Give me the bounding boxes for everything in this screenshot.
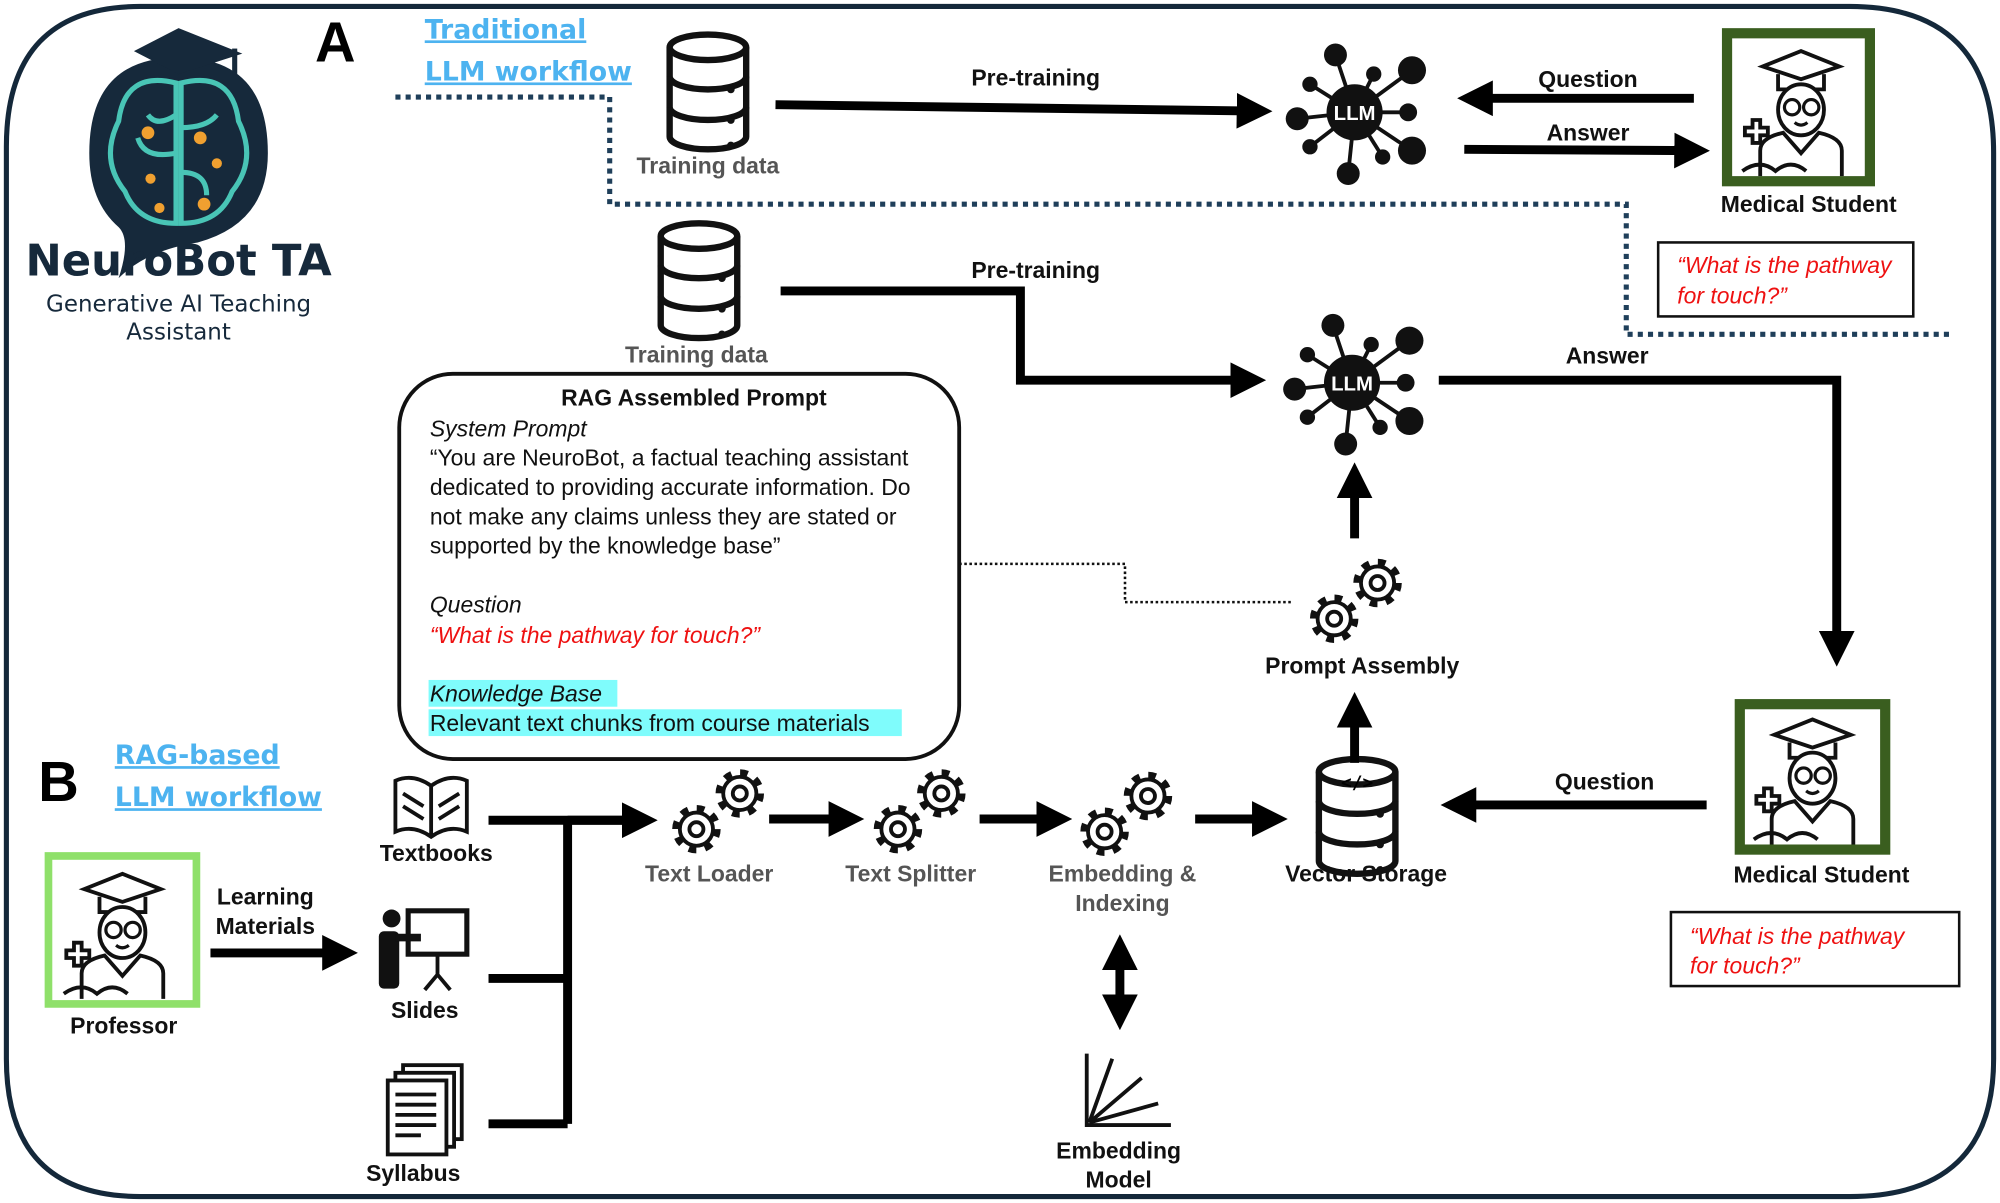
syllabus-label: Syllabus bbox=[366, 1160, 460, 1186]
panel-a-label: A bbox=[315, 10, 356, 73]
embedding-model-label: Embedding bbox=[1056, 1137, 1181, 1163]
database-icon bbox=[661, 223, 738, 338]
answer-label: Answer bbox=[1547, 119, 1630, 145]
student-label: Medical Student bbox=[1733, 862, 1909, 888]
traditional-workflow-link[interactable]: Traditional bbox=[425, 14, 587, 45]
database-icon bbox=[670, 35, 747, 150]
syllabus-icon bbox=[385, 1063, 464, 1157]
question-label: Question bbox=[1538, 66, 1637, 92]
knowledge-base-heading: Knowledge Base bbox=[430, 681, 602, 707]
textbook-icon bbox=[393, 775, 469, 840]
question-text: “What is the pathway for touch?” bbox=[430, 622, 762, 648]
learning-materials-label-2: Materials bbox=[216, 913, 315, 939]
training-data-label: Training data bbox=[637, 153, 780, 179]
pretraining-arrow bbox=[780, 286, 1267, 399]
panel-b-label: B bbox=[38, 750, 79, 813]
quote-line-2: for touch?” bbox=[1690, 952, 1801, 978]
kb-highlight bbox=[428, 709, 902, 737]
vector-storage-icon: </> bbox=[1319, 759, 1396, 874]
system-prompt-line: supported by the knowledge base” bbox=[430, 533, 781, 559]
rag-workflow-link[interactable]: RAG-based bbox=[115, 740, 280, 771]
logo-subtitle: Generative AI Teaching bbox=[46, 291, 311, 317]
embedding-gears-icon bbox=[1085, 777, 1167, 851]
slides-presenter-icon bbox=[378, 908, 470, 992]
question-heading: Question bbox=[430, 591, 522, 617]
answer-label: Answer bbox=[1566, 343, 1649, 369]
system-prompt-line: “You are NeuroBot, a factual teaching as… bbox=[430, 445, 909, 471]
text-splitter-label: Text Splitter bbox=[845, 860, 976, 886]
knowledge-base-text: Relevant text chunks from course materia… bbox=[430, 710, 870, 736]
prompt-assembly-label: Prompt Assembly bbox=[1265, 653, 1459, 679]
system-prompt-line: dedicated to providing accurate informat… bbox=[430, 474, 911, 500]
gears-icon bbox=[1315, 564, 1397, 638]
quote-line-2: for touch?” bbox=[1677, 283, 1788, 309]
materials-bracket bbox=[488, 815, 642, 1129]
rag-prompt-box bbox=[397, 371, 962, 761]
pretraining-label: Pre-training bbox=[971, 65, 1100, 91]
pretraining-arrow bbox=[775, 92, 1273, 129]
llm-label: LLM bbox=[1331, 373, 1373, 395]
llm-label: LLM bbox=[1334, 103, 1376, 125]
student-label: Medical Student bbox=[1721, 191, 1897, 217]
text-splitter-gears-icon bbox=[879, 774, 961, 848]
training-data-label: Training data bbox=[625, 341, 768, 367]
kb-highlight bbox=[428, 679, 618, 707]
quote-line-1: “What is the pathway bbox=[1690, 923, 1906, 949]
system-prompt-line: not make any claims unless they are stat… bbox=[430, 503, 897, 529]
answer-arrow bbox=[1438, 375, 1855, 667]
outer-frame bbox=[3, 3, 1997, 1200]
question-quote-box bbox=[1656, 241, 1915, 318]
embedding-model-icon bbox=[1084, 1053, 1171, 1128]
rag-workflow-link-2[interactable]: LLM workflow bbox=[115, 782, 322, 813]
vector-storage-label: Vector Storage bbox=[1285, 860, 1447, 886]
embedding-indexing-label: Embedding & bbox=[1049, 860, 1197, 886]
prompt-connector bbox=[959, 562, 1291, 604]
embedding-indexing-label-2: Indexing bbox=[1075, 890, 1169, 916]
professor-label: Professor bbox=[70, 1012, 177, 1038]
question-label: Question bbox=[1555, 769, 1654, 795]
neurobot-logo bbox=[89, 28, 268, 279]
svg-text:</>: </> bbox=[1341, 772, 1373, 793]
system-prompt-heading: System Prompt bbox=[430, 415, 588, 441]
traditional-workflow-link-2[interactable]: LLM workflow bbox=[425, 56, 632, 87]
text-loader-label: Text Loader bbox=[645, 860, 773, 886]
textbooks-label: Textbooks bbox=[380, 840, 493, 866]
slides-label: Slides bbox=[391, 997, 459, 1023]
text-loader-gears-icon bbox=[677, 774, 759, 848]
logo-subtitle-2: Assistant bbox=[126, 319, 231, 345]
quote-line-1: “What is the pathway bbox=[1677, 252, 1893, 278]
embedding-model-label-2: Model bbox=[1085, 1167, 1151, 1193]
pretraining-label: Pre-training bbox=[971, 257, 1100, 283]
question-quote-box bbox=[1669, 910, 1961, 988]
answer-arrow bbox=[1464, 132, 1710, 169]
learning-materials-label: Learning bbox=[217, 883, 314, 909]
rag-prompt-title: RAG Assembled Prompt bbox=[561, 385, 827, 411]
logo-title: NeuroBot TA bbox=[25, 237, 332, 287]
